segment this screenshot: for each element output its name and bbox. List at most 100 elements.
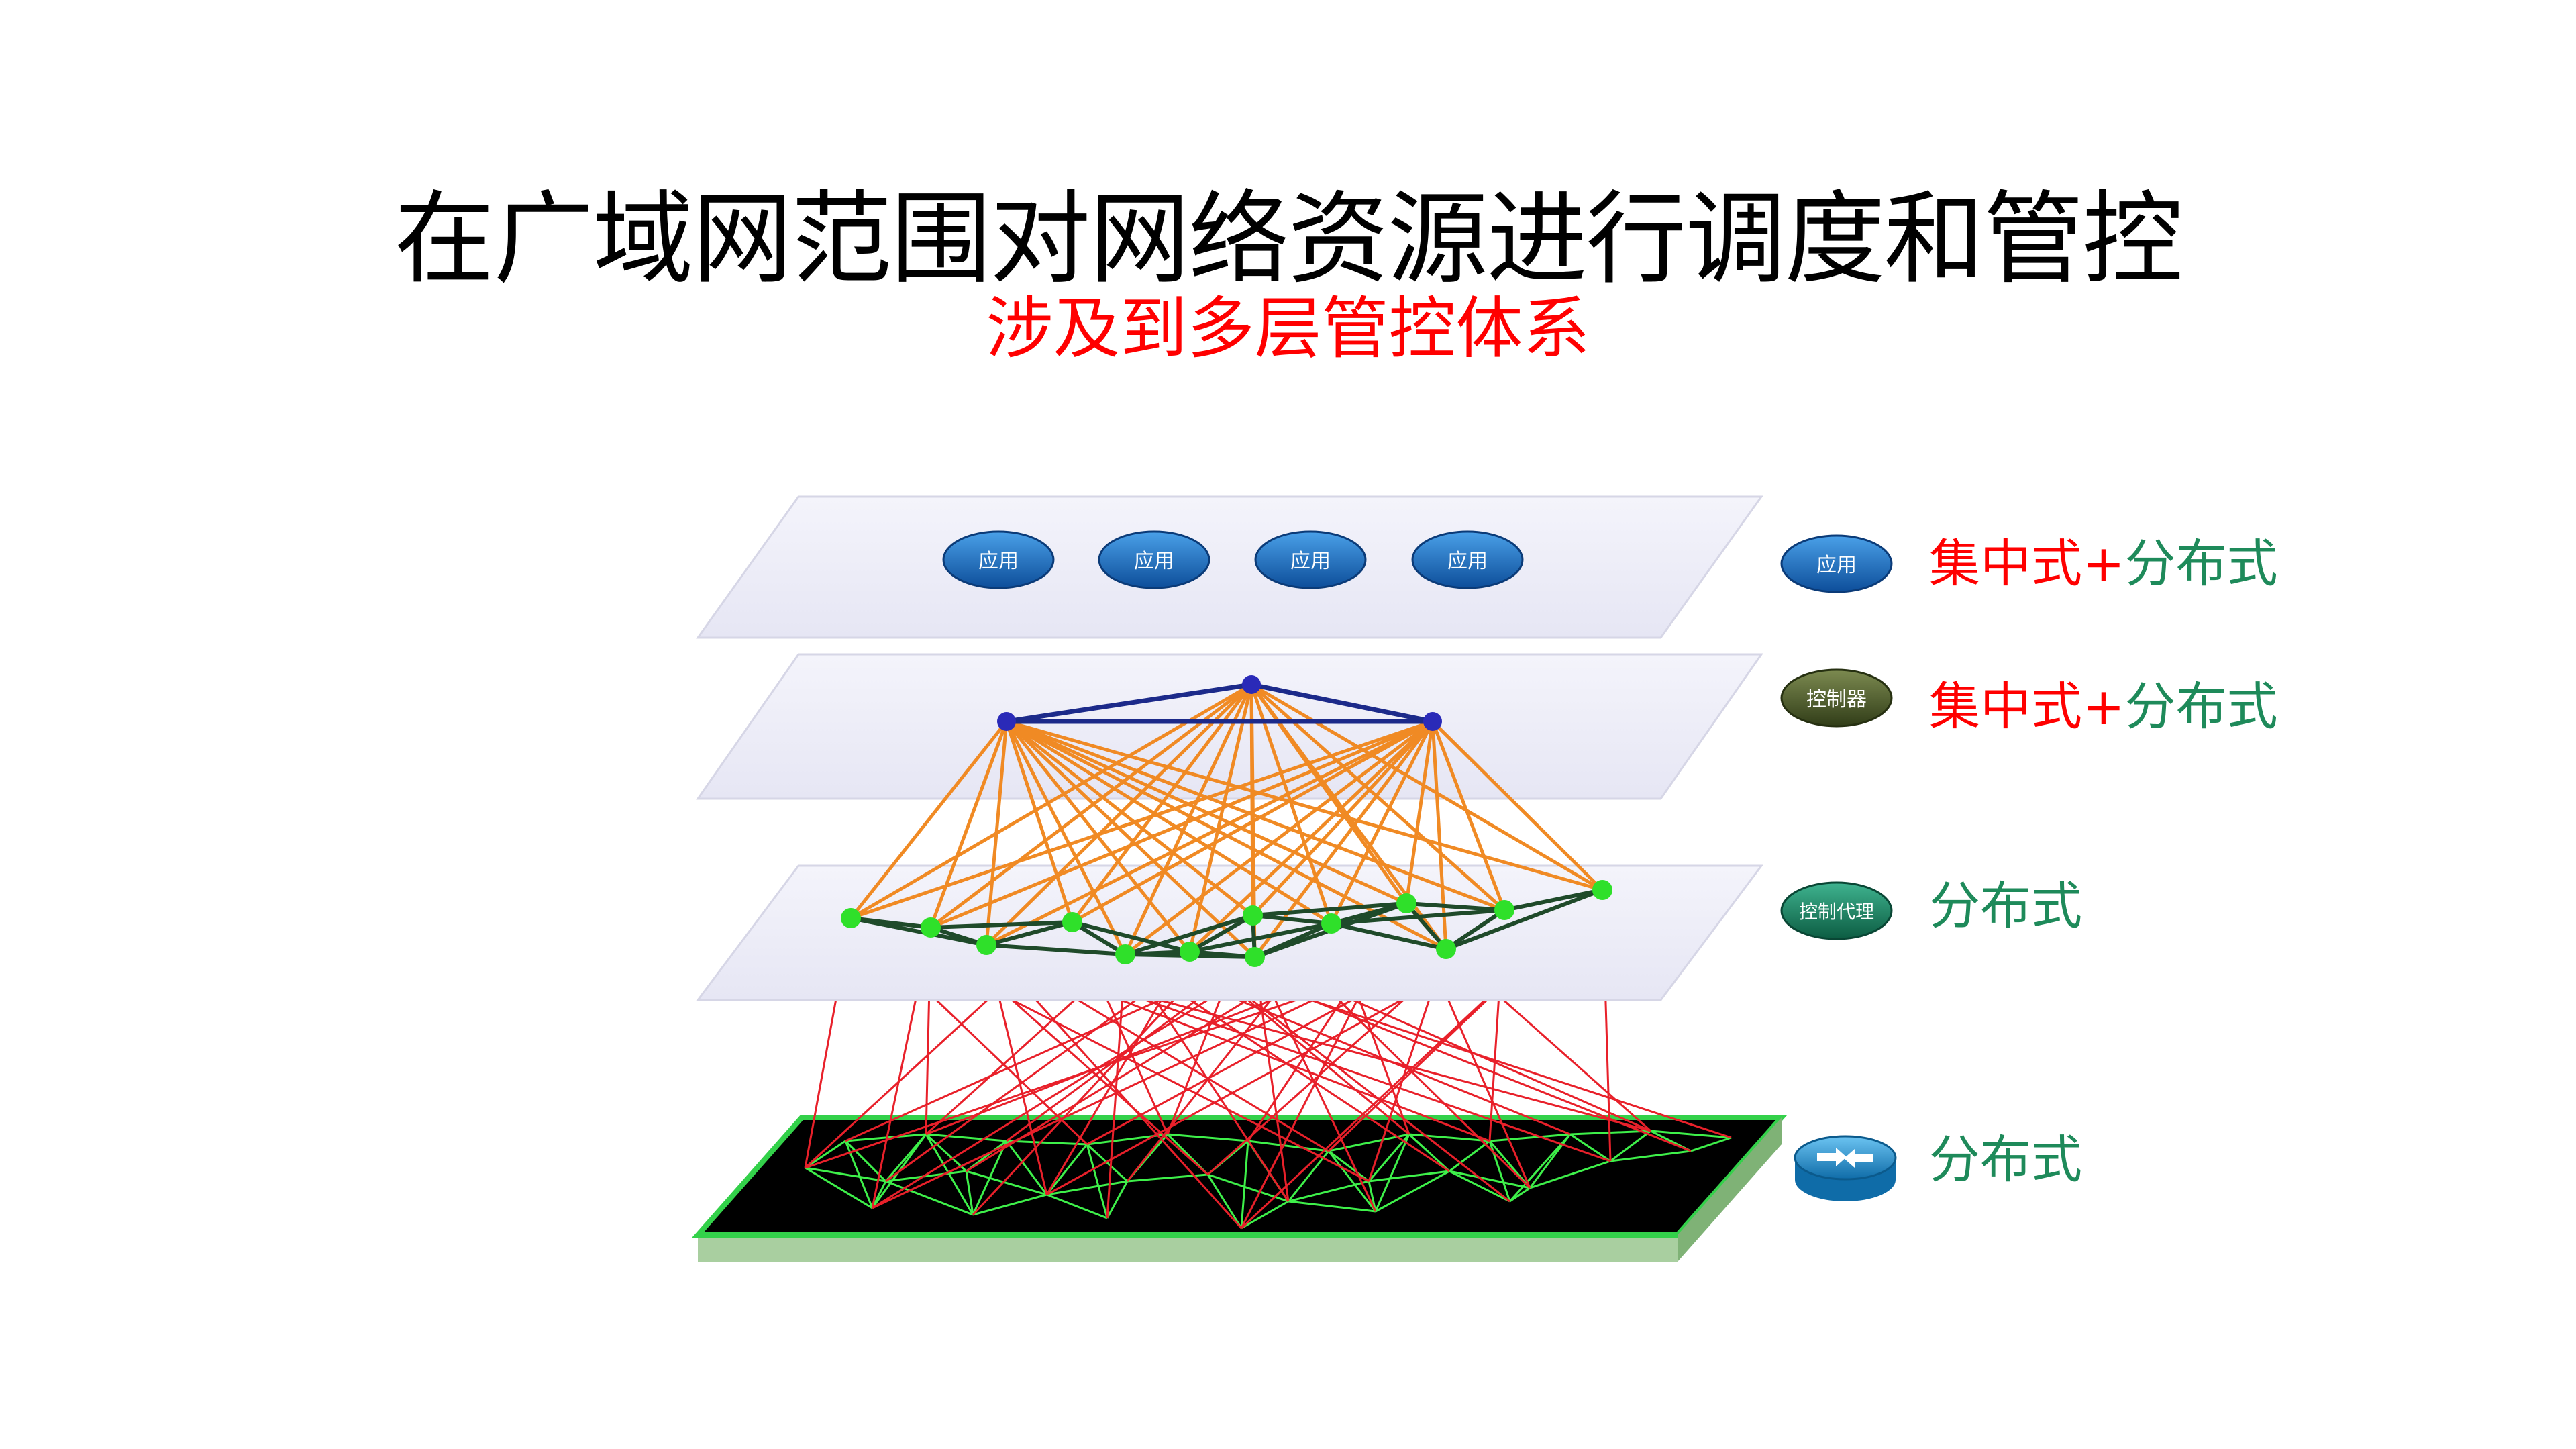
device-device-link (972, 1193, 1047, 1216)
device-device-link (1368, 1134, 1410, 1182)
device-device-link (1106, 1181, 1129, 1219)
controller-agent-link (929, 721, 1009, 928)
device-device-link (1449, 1170, 1531, 1189)
device-device-link (885, 1180, 974, 1216)
agent-agent-link (1445, 888, 1604, 951)
agent-node (1180, 942, 1200, 962)
agent-agent-link (1252, 901, 1407, 917)
agent-node (1396, 893, 1416, 913)
device-device-link (1328, 1133, 1410, 1152)
agent-node (921, 917, 941, 938)
device-device-link (1327, 1150, 1377, 1212)
agent-node (1592, 880, 1612, 900)
controller-agent-link (1005, 720, 1254, 917)
controller-agent-link (1071, 719, 1434, 924)
device-device-link (1569, 1133, 1611, 1162)
agent-node (1115, 944, 1135, 964)
device-device-link (1489, 1133, 1571, 1142)
device-device-link (1167, 1133, 1249, 1142)
device-device-link (1045, 1144, 1088, 1195)
agent-agent-link (1445, 908, 1506, 951)
agent-nodes (841, 880, 1612, 967)
caption-plus: + (2082, 677, 2125, 736)
device-device-link (1086, 1144, 1109, 1219)
device-device-link (925, 1134, 974, 1215)
device-device-link (1247, 1140, 1329, 1152)
controller-agent-link (849, 720, 1008, 919)
caption-distributed: 分布式 (2124, 677, 2278, 736)
controller-agent-link (850, 719, 1433, 920)
agent-agent-link (1125, 913, 1253, 956)
device-device-link (845, 1133, 927, 1142)
device-device-link (1368, 1181, 1377, 1212)
controller-agent-link (1249, 684, 1333, 924)
page-title: 在广域网范围对网络资源进行调度和管控 (394, 181, 2183, 298)
network-plate (692, 1115, 1788, 1262)
agent-agent-link (1404, 902, 1448, 950)
controller-agent-link (1431, 720, 1604, 891)
controller-agent-link (1251, 720, 1434, 917)
agent-agent-link (850, 916, 987, 947)
app-node: 应用 (942, 530, 1055, 589)
agent-agent-link (1189, 921, 1332, 954)
caption-plus: + (2082, 534, 2125, 593)
controller-mesh (997, 675, 1442, 731)
device-device-link (1086, 1143, 1129, 1183)
agent-node (1062, 912, 1082, 932)
svg-text:应用: 应用 (1134, 550, 1174, 573)
layer-agent-caption: 分布式 (1929, 872, 2082, 940)
device-device-link (1046, 1193, 1108, 1219)
caption-distributed: 分布式 (1929, 1130, 2082, 1189)
device-device-link (1046, 1180, 1128, 1196)
controller-agent-link (1188, 684, 1253, 952)
svg-text:应用: 应用 (1290, 550, 1331, 573)
device-device-link (965, 1170, 974, 1215)
agent-agent-link (1331, 921, 1447, 951)
caption-centralized: 集中式 (1929, 677, 2082, 736)
agent-agent-link (1331, 901, 1407, 926)
agent-node (1436, 939, 1456, 959)
plane-application (696, 495, 1763, 639)
agent-agent-link (1072, 920, 1190, 954)
caption-distributed: 分布式 (1929, 876, 2082, 936)
agent-agent-link (1504, 888, 1603, 912)
controller-agent-link (1431, 721, 1506, 911)
controller-node (1423, 712, 1442, 731)
device-device-link (1408, 1133, 1490, 1142)
device-device-link (1240, 1140, 1249, 1229)
legend-app-icon: 应用 (1780, 534, 1893, 593)
app-node: 应用 (1098, 530, 1210, 589)
device-device-link (1449, 1170, 1510, 1203)
device-device-link (1508, 1133, 1572, 1203)
controller-node (1242, 675, 1261, 694)
device-device-link (966, 1170, 1047, 1196)
agent-agent-link (1188, 913, 1254, 954)
agent-agent-link (986, 920, 1073, 947)
controller-agent-link (1431, 721, 1448, 950)
device-device-link (1610, 1150, 1692, 1162)
controller-agent-link (985, 719, 1434, 947)
device-device-link (1288, 1200, 1376, 1213)
controller-agent-link (1005, 720, 1256, 958)
controller-agent-link (1004, 720, 1127, 956)
app-nodes: 应用 应用 应用 应用 (942, 530, 1524, 589)
controller-agent-link (1004, 721, 1074, 923)
device-device-link (1449, 1140, 1490, 1172)
device-device-link (1610, 1130, 1651, 1162)
device-device-link (1328, 1150, 1370, 1183)
controller-agent-link (929, 683, 1253, 929)
device-device-link (1368, 1170, 1450, 1183)
agent-agent-link (930, 920, 1073, 930)
device-device-link (1287, 1150, 1330, 1202)
controller-agent-link (1006, 719, 1603, 892)
legend-control-agent-icon: 控制代理 (1780, 881, 1893, 940)
controller-agent-link (1124, 720, 1434, 956)
svg-text:应用: 应用 (1816, 554, 1857, 577)
device-device-link (1241, 1200, 1289, 1230)
layer-device-caption: 分布式 (1929, 1126, 2082, 1193)
agent-node (841, 908, 861, 928)
page-subtitle: 涉及到多层管控体系 (986, 289, 1590, 368)
agent-node (976, 935, 996, 955)
device-device-link (1690, 1136, 1732, 1152)
